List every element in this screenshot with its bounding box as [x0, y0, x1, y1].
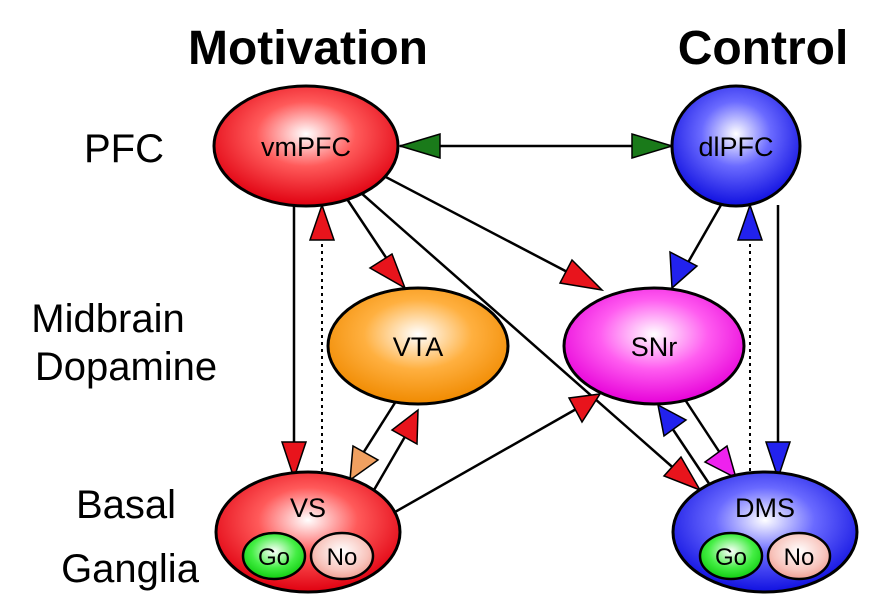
vmpfc-to-snr-arrowhead: [558, 258, 605, 292]
vmpfc-node: vmPFC: [212, 84, 400, 208]
dms-node: DMS Go No: [671, 470, 859, 594]
dms-label: DMS: [735, 493, 795, 523]
dlpfc-to-snr-arrowhead: [669, 250, 699, 290]
snr-label: SNr: [631, 332, 678, 362]
dlpfc-to-snr-line: [684, 197, 727, 267]
dlpfc-label: dlPFC: [698, 132, 773, 162]
dms-to-dlpfc-arrowhead: [736, 202, 764, 241]
vs-to-vta-arrowhead: [390, 408, 419, 446]
vs-no-label: No: [327, 544, 358, 571]
vta-label: VTA: [393, 332, 444, 362]
snr-to-dms-arrowhead: [703, 444, 738, 480]
vs-to-snr-line: [394, 406, 579, 514]
connection-arrows: [280, 132, 792, 514]
vta-to-vs-line: [358, 397, 400, 459]
dlpfc-to-dms-arrowhead: [764, 441, 792, 481]
vmpfc-dlpfc-arrowhead-right: [631, 132, 675, 160]
pfc-row-label: PFC: [84, 127, 164, 171]
basal-row-label: Basal: [76, 483, 176, 527]
vmpfc-to-dms-line: [359, 191, 679, 473]
vmpfc-label: vmPFC: [261, 132, 351, 162]
dms-no-circle: [766, 531, 832, 581]
vs-node: VS Go No: [214, 470, 402, 594]
vs-label: VS: [290, 493, 326, 523]
vmpfc-to-vta-line: [343, 195, 395, 269]
dms-go-label: Go: [715, 544, 747, 571]
vmpfc-dlpfc-arrowhead-left: [397, 132, 441, 160]
vmpfc-to-dms-arrowhead: [662, 455, 702, 492]
dlpfc-node: dlPFC: [670, 84, 802, 208]
vs-to-vta-line: [372, 427, 412, 491]
snr-node: SNr: [562, 286, 746, 406]
dms-no-label: No: [784, 544, 815, 571]
vs-to-snr-arrowhead: [567, 393, 602, 424]
vmpfc-to-vs-arrowhead: [280, 441, 308, 481]
vmpfc-to-vta-arrowhead: [368, 252, 407, 290]
dms-go-circle: [698, 531, 764, 581]
midbrain-row-label: Midbrain: [31, 297, 184, 341]
vta-node: VTA: [326, 286, 510, 406]
motivation-column-title: Motivation: [188, 22, 428, 75]
dopamine-row-label: Dopamine: [35, 345, 217, 389]
vs-go-label: Go: [258, 544, 290, 571]
ganglia-row-label: Ganglia: [61, 547, 200, 591]
vs-go-circle: [241, 531, 307, 581]
vmpfc-to-snr-line: [379, 172, 576, 278]
vs-no-circle: [309, 531, 375, 581]
snr-to-dms-line: [678, 391, 724, 457]
vta-to-vs-arrowhead: [349, 444, 380, 482]
dms-to-snr-line: [670, 427, 714, 489]
vs-to-vmpfc-arrowhead: [308, 202, 336, 241]
dms-to-snr-arrowhead: [656, 403, 688, 438]
control-column-title: Control: [678, 22, 849, 75]
